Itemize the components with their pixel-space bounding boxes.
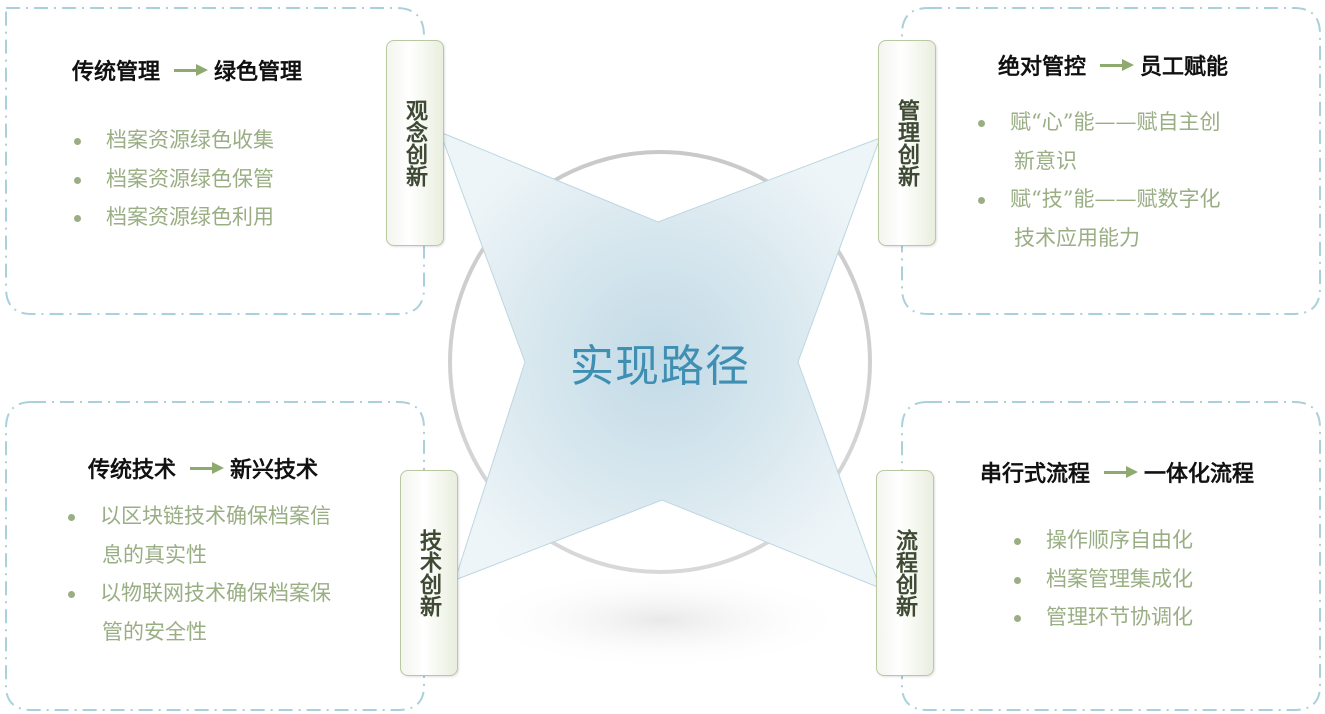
panel-title: 传统管理 绿色管理 <box>72 54 302 86</box>
arrow-right-icon <box>190 461 225 475</box>
from-label: 传统技术 <box>88 457 177 483</box>
center-ring <box>448 150 872 574</box>
item-list: 操作顺序自由化 档案管理集成化 管理环节协调化 <box>1012 521 1193 637</box>
from-label: 绝对管控 <box>998 54 1087 80</box>
panel-top-left: 传统管理 绿色管理 档案资源绿色收集 档案资源绿色保管 档案资源绿色利用 <box>0 0 428 318</box>
list-item: 以区块链技术确保档案信 <box>66 497 331 536</box>
panel-border <box>5 7 425 315</box>
center-title: 实现路径 <box>570 341 750 392</box>
list-item: 档案资源绿色保管 <box>72 160 274 199</box>
tab-concept-innovation: 观念创新 <box>386 40 444 246</box>
to-label: 员工赋能 <box>1140 54 1229 80</box>
panel-border <box>901 7 1321 315</box>
list-item: 档案资源绿色收集 <box>72 121 274 160</box>
list-item: 操作顺序自由化 <box>1012 521 1193 560</box>
panel-border <box>5 401 425 711</box>
list-item-continued: 息的真实性 <box>102 542 207 567</box>
to-label: 绿色管理 <box>214 59 303 85</box>
item-list: 档案资源绿色收集 档案资源绿色保管 档案资源绿色利用 <box>72 121 274 237</box>
panel-bottom-left: 传统技术 新兴技术 以区块链技术确保档案信 息的真实性 以物联网技术确保档案保 … <box>0 396 428 714</box>
item-list: 以区块链技术确保档案信 息的真实性 以物联网技术确保档案保 管的安全性 <box>66 497 331 651</box>
list-item-continued: 技术应用能力 <box>1014 225 1140 250</box>
panel-border <box>901 401 1321 711</box>
list-item-continued: 管的安全性 <box>102 619 207 644</box>
list-item: 赋“心”能——赋自主创 <box>976 103 1220 142</box>
panel-title: 串行式流程 一体化流程 <box>980 456 1254 488</box>
from-label: 串行式流程 <box>980 461 1091 487</box>
to-label: 新兴技术 <box>230 457 319 483</box>
panel-top-right: 绝对管控 员工赋能 赋“心”能——赋自主创 新意识 赋“技”能——赋数字化 技术… <box>898 0 1325 318</box>
tab-management-innovation: 管理创新 <box>878 40 936 246</box>
list-item-continued: 新意识 <box>1014 148 1077 173</box>
list-item: 赋“技”能——赋数字化 <box>976 180 1220 219</box>
tab-label: 技术创新 <box>416 529 442 617</box>
tab-process-innovation: 流程创新 <box>876 470 934 676</box>
list-item: 档案资源绿色利用 <box>72 198 274 237</box>
from-label: 传统管理 <box>72 59 161 85</box>
tab-label: 管理创新 <box>894 99 920 187</box>
list-item: 档案管理集成化 <box>1012 560 1193 599</box>
panel-title: 传统技术 新兴技术 <box>88 452 318 484</box>
ring-shadow <box>472 570 852 670</box>
arrow-right-icon <box>174 63 209 77</box>
to-label: 一体化流程 <box>1144 461 1255 487</box>
panel-bottom-right: 串行式流程 一体化流程 操作顺序自由化 档案管理集成化 管理环节协调化 <box>898 396 1325 714</box>
tab-technology-innovation: 技术创新 <box>400 470 458 676</box>
list-item: 以物联网技术确保档案保 <box>66 574 331 613</box>
arrow-right-icon <box>1100 58 1135 72</box>
tab-label: 流程创新 <box>892 529 918 617</box>
arrow-right-icon <box>1104 465 1139 479</box>
item-list: 赋“心”能——赋自主创 新意识 赋“技”能——赋数字化 技术应用能力 <box>976 103 1220 257</box>
list-item: 管理环节协调化 <box>1012 598 1193 637</box>
panel-title: 绝对管控 员工赋能 <box>998 49 1228 81</box>
tab-label: 观念创新 <box>402 99 428 187</box>
